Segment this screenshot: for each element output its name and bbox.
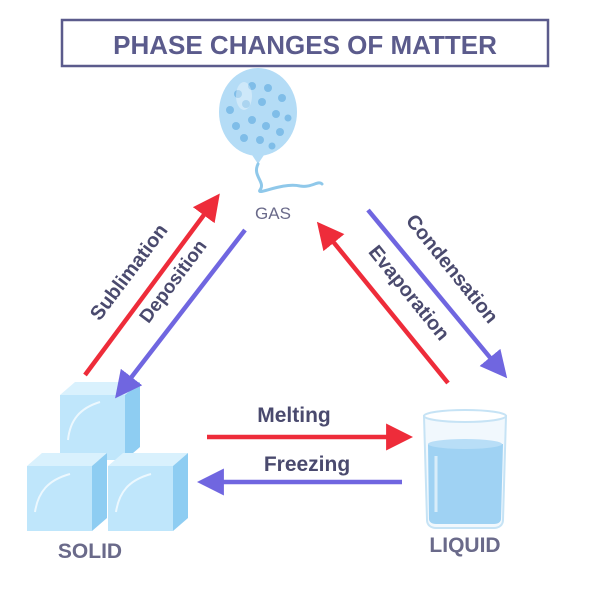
page-title: PHASE CHANGES OF MATTER xyxy=(113,30,497,60)
glass-of-water-icon xyxy=(422,409,508,529)
sublimation-arrow xyxy=(83,193,220,377)
condensation-arrow xyxy=(366,208,508,379)
solid-label: SOLID xyxy=(58,540,122,563)
deposition-arrow xyxy=(115,228,247,399)
liquid-label: LIQUID xyxy=(429,534,500,557)
balloon-icon xyxy=(219,68,324,193)
title-box: PHASE CHANGES OF MATTER xyxy=(60,18,550,68)
freezing-label: Freezing xyxy=(264,453,350,476)
ice-cubes-icon xyxy=(27,382,188,531)
evaporation-arrow xyxy=(316,221,450,385)
gas-label: GAS xyxy=(255,204,291,223)
melting-label: Melting xyxy=(257,404,331,427)
